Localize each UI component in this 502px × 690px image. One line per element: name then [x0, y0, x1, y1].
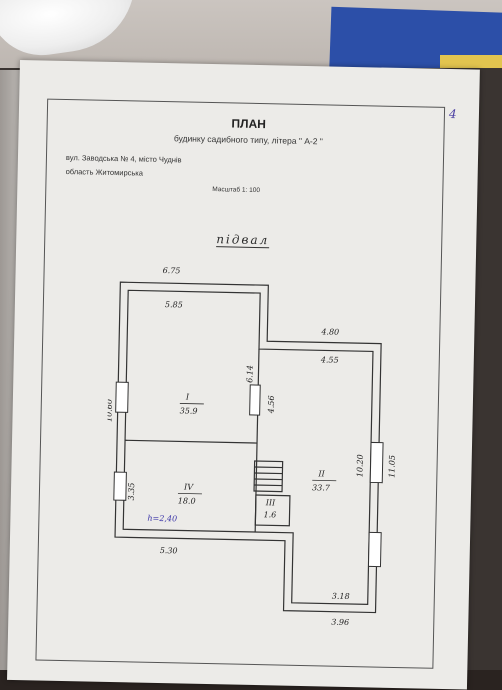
dim-top-width: 6.75	[163, 266, 181, 275]
room-number: I	[185, 393, 190, 402]
window	[115, 381, 129, 413]
small-room	[254, 494, 291, 527]
dim-right-height: 11.05	[387, 455, 396, 478]
outer-wall	[114, 281, 382, 614]
region-line: область Житомирська	[65, 166, 144, 178]
room-number: III	[265, 498, 277, 507]
floor-plan: 6.75 5.85 4.80 4.55 10.60 6.14 4.56 10.2…	[104, 266, 396, 627]
room-area: 18.0	[178, 496, 196, 505]
scale-label: Масштаб 1: 100	[212, 186, 261, 195]
height-annotation: h=2,40	[147, 514, 177, 524]
dim-inner-top-width: 5.85	[165, 300, 183, 309]
dim-room2-left-height: 4.56	[267, 395, 276, 414]
dim-room1-right-height: 6.14	[245, 365, 254, 383]
page-number: 4	[448, 106, 457, 122]
dim-bottom-width: 3.96	[331, 618, 349, 627]
dim-room4-height: 3.35	[127, 483, 136, 501]
room-area: 35.9	[180, 406, 198, 415]
window	[113, 471, 127, 501]
partition-horizontal	[125, 439, 258, 444]
room-number: II	[317, 469, 325, 478]
dim-bottom-inner-width: 3.18	[332, 592, 350, 601]
dim-left-height: 10.60	[104, 399, 113, 422]
room-area: 1.6	[263, 510, 276, 519]
room-area: 33.7	[312, 483, 331, 492]
room-number: IV	[183, 483, 194, 492]
window	[249, 384, 261, 416]
dim-right-top-width: 4.80	[320, 327, 339, 336]
dim-right-inner-width: 4.55	[320, 355, 339, 364]
inner-wall	[122, 289, 374, 606]
window	[369, 441, 384, 484]
staircase	[253, 460, 284, 493]
dim-room2-height: 10.20	[355, 454, 364, 477]
floor-label: підвал	[216, 232, 270, 249]
dim-room4-bottom-width: 5.30	[160, 546, 178, 555]
document-page: 4 ПЛАН будинку садибного типу, літера " …	[7, 60, 480, 690]
window	[367, 531, 382, 568]
